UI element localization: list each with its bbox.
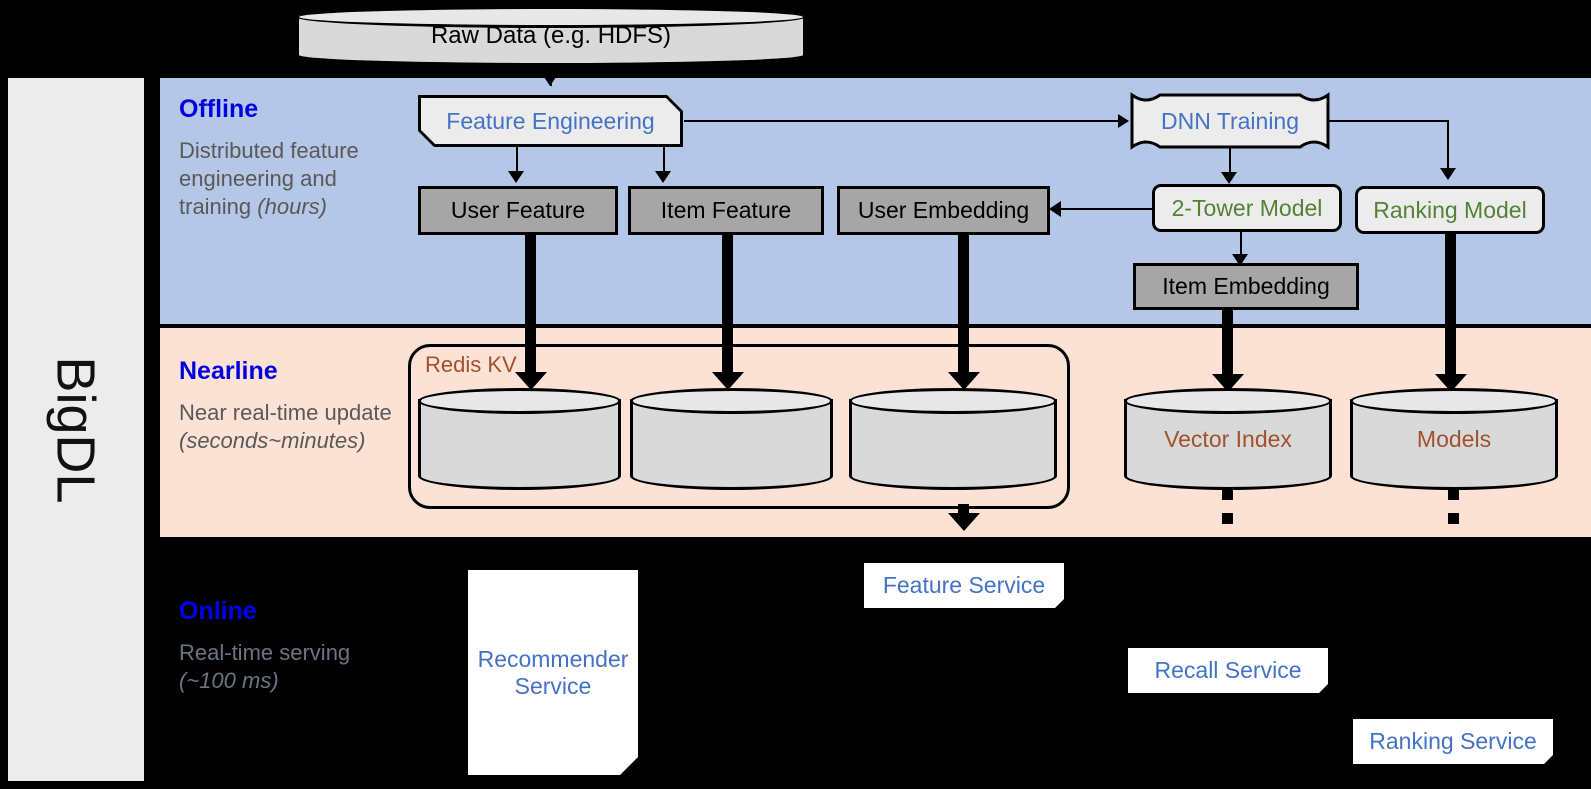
recall-service-node[interactable]: Recall Service bbox=[1128, 648, 1328, 693]
arrowhead-rawdata-fe bbox=[542, 74, 558, 86]
recommender-service-node[interactable]: Recommender Service bbox=[468, 570, 638, 775]
nearline-title: Nearline bbox=[179, 357, 278, 385]
pipe-userembedding-redis bbox=[958, 235, 969, 383]
redis-cylinder-item-feature[interactable] bbox=[630, 388, 833, 490]
dnn-training-label: DNN Training bbox=[1160, 107, 1300, 134]
page-fold-icon bbox=[1055, 599, 1064, 608]
offline-subtitle: Distributed feature engineering and trai… bbox=[179, 137, 359, 219]
cylinder-body bbox=[418, 399, 621, 490]
redis-item-feature-label bbox=[630, 388, 833, 490]
connector-dnn-twotower bbox=[1229, 147, 1231, 177]
feature-service-label: Feature Service bbox=[882, 572, 1046, 598]
user-embedding-store[interactable]: User Embedding bbox=[837, 186, 1050, 235]
arrowhead-fe-userfeature bbox=[508, 171, 524, 183]
arrowhead-twotower-userembedding bbox=[1049, 201, 1061, 217]
ranking-service-label: Ranking Service bbox=[1369, 728, 1537, 754]
stub-redis-featureservice bbox=[958, 504, 969, 515]
connector-dnn-rankingmodel-h bbox=[1328, 120, 1448, 122]
cylinder-top bbox=[1124, 388, 1332, 414]
feature-engineering-node[interactable]: Feature Engineering bbox=[418, 95, 683, 147]
two-tower-model-label: 2-Tower Model bbox=[1171, 194, 1323, 221]
stub-vectorindex-recallservice-1 bbox=[1222, 489, 1233, 500]
connector-twotower-userembedding bbox=[1057, 208, 1152, 210]
connector-fe-itemfeature bbox=[663, 147, 665, 175]
raw-data-label: Raw Data (e.g. HDFS) bbox=[430, 22, 672, 49]
item-embedding-store[interactable]: Item Embedding bbox=[1133, 263, 1359, 310]
ranking-model-node[interactable]: Ranking Model bbox=[1355, 186, 1545, 234]
cylinder-top bbox=[296, 6, 806, 28]
pipe-itemembedding-vectorindex bbox=[1222, 310, 1233, 385]
dnn-training-node[interactable]: DNN Training bbox=[1130, 92, 1330, 150]
two-tower-model-node[interactable]: 2-Tower Model bbox=[1152, 184, 1342, 232]
cylinder-body bbox=[630, 399, 833, 490]
connector-dnn-rankingmodel-v bbox=[1447, 120, 1449, 170]
cylinder-body bbox=[849, 399, 1057, 490]
arrowhead-fe-itemfeature bbox=[655, 171, 671, 183]
redis-kv-container bbox=[408, 344, 1070, 509]
arrowhead-userembedding-redis bbox=[948, 372, 980, 390]
cylinder-body bbox=[1350, 399, 1558, 490]
arrowhead-redis-featureservice bbox=[948, 513, 980, 531]
feature-engineering-label: Feature Engineering bbox=[446, 107, 655, 134]
user-embedding-label: User Embedding bbox=[857, 197, 1030, 223]
arrowhead-dnn-twotower bbox=[1221, 172, 1237, 184]
nearline-band-label: Nearline Near real-time update (seconds~… bbox=[179, 357, 409, 455]
pipe-rankingmodel-models bbox=[1445, 234, 1456, 385]
models-cylinder[interactable]: Models bbox=[1350, 388, 1558, 490]
redis-cylinder-user-feature[interactable] bbox=[418, 388, 621, 490]
ranking-model-label: Ranking Model bbox=[1373, 196, 1527, 223]
vector-index-cylinder[interactable]: Vector Index bbox=[1124, 388, 1332, 490]
redis-kv-label: Redis KV bbox=[425, 352, 517, 377]
arrowhead-userfeature-redis bbox=[515, 372, 547, 390]
stub-models-rankingservice-2 bbox=[1448, 513, 1459, 524]
cylinder-top bbox=[630, 388, 833, 414]
connector-twotower-itemembedding bbox=[1240, 232, 1242, 260]
bigdl-label: BigDL bbox=[46, 355, 107, 504]
redis-cylinder-user-embedding[interactable] bbox=[849, 388, 1057, 490]
feature-service-node[interactable]: Feature Service bbox=[864, 563, 1064, 608]
connector-fe-userfeature bbox=[516, 147, 518, 175]
pipe-itemfeature-redis bbox=[722, 235, 733, 383]
stub-vectorindex-recallservice-2 bbox=[1222, 513, 1233, 524]
nearline-subtitle: Near real-time update (seconds~minutes) bbox=[179, 399, 392, 453]
stub-models-rankingservice-1 bbox=[1448, 489, 1459, 500]
connector-fe-dnn bbox=[684, 120, 1120, 122]
recommender-service-label: Recommender Service bbox=[477, 645, 629, 699]
cylinder-top bbox=[418, 388, 621, 414]
redis-user-feature-label bbox=[418, 388, 621, 490]
pipe-userfeature-redis bbox=[525, 235, 536, 383]
user-feature-label: User Feature bbox=[450, 197, 586, 223]
user-feature-store[interactable]: User Feature bbox=[418, 186, 618, 235]
models-label: Models bbox=[1416, 425, 1492, 452]
bigdl-platform-panel: BigDL bbox=[8, 78, 144, 781]
vector-index-label: Vector Index bbox=[1164, 425, 1292, 452]
ranking-service-node[interactable]: Ranking Service bbox=[1353, 719, 1553, 764]
arrowhead-dnn-rankingmodel bbox=[1440, 168, 1456, 180]
page-fold-icon bbox=[1319, 684, 1328, 693]
page-fold-icon bbox=[1544, 755, 1553, 764]
raw-data-cylinder: Raw Data (e.g. HDFS) bbox=[296, 6, 806, 66]
redis-user-embedding-label bbox=[849, 388, 1057, 490]
cylinder-top bbox=[1350, 388, 1558, 414]
item-embedding-label: Item Embedding bbox=[1162, 273, 1330, 299]
cylinder-top bbox=[849, 388, 1057, 414]
online-title: Online bbox=[179, 597, 257, 625]
online-subtitle: Real-time serving (~100 ms) bbox=[179, 639, 351, 693]
offline-title: Offline bbox=[179, 95, 259, 123]
offline-band-label: Offline Distributed feature engineering … bbox=[179, 95, 379, 221]
item-feature-label: Item Feature bbox=[660, 197, 792, 223]
recall-service-label: Recall Service bbox=[1154, 657, 1302, 683]
arrowhead-fe-dnn bbox=[1118, 114, 1129, 128]
online-band-label: Online Real-time serving (~100 ms) bbox=[179, 597, 399, 695]
cylinder-body bbox=[1124, 399, 1332, 490]
arrowhead-itemfeature-redis bbox=[712, 372, 744, 390]
item-feature-store[interactable]: Item Feature bbox=[628, 186, 824, 235]
